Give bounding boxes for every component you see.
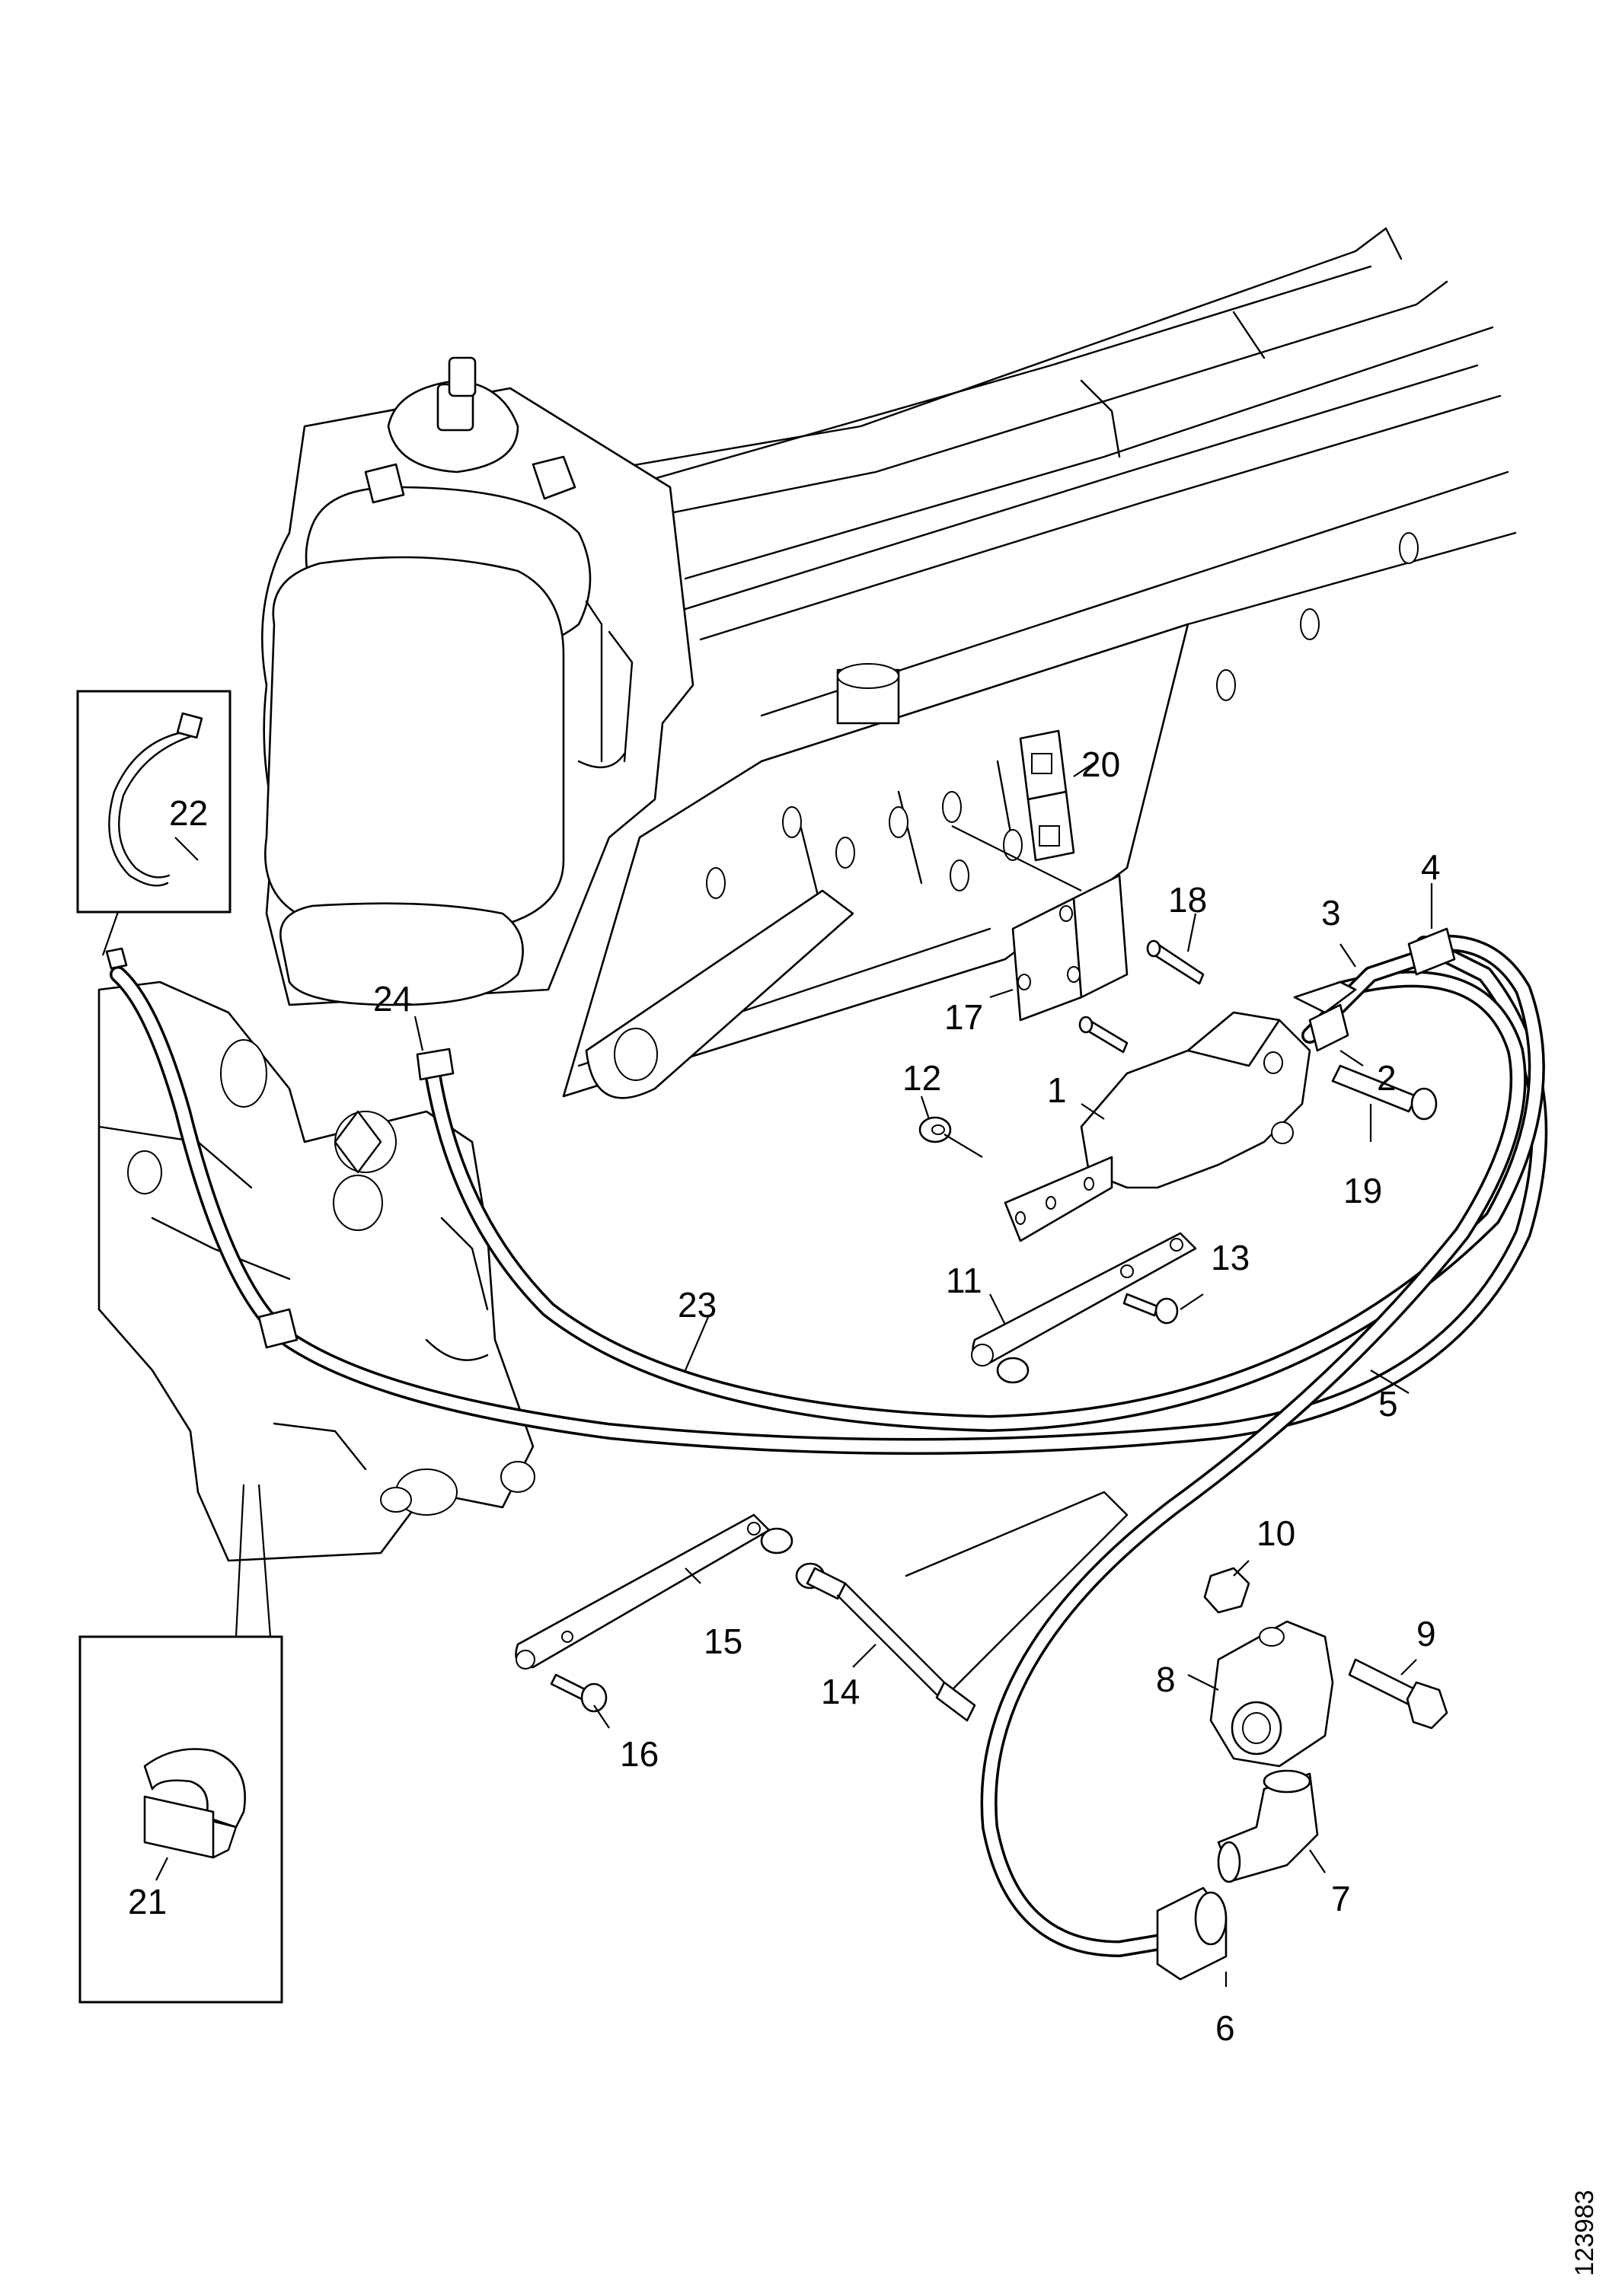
steering-knuckle — [97, 981, 535, 1562]
rod-14 — [795, 1562, 976, 1722]
hose-fitting-24 — [416, 1048, 455, 1081]
level-sensor-1 — [1004, 1011, 1311, 1242]
axle-lower — [905, 1491, 1129, 1699]
air-spring — [261, 356, 694, 1006]
callout-1: 1 — [1047, 1070, 1067, 1110]
callout-5: 5 — [1378, 1384, 1398, 1424]
callout-22: 22 — [169, 793, 208, 833]
callout-14: 14 — [821, 1672, 860, 1711]
callout-15: 15 — [704, 1622, 742, 1661]
nut-10 — [1203, 1567, 1250, 1614]
screw-16 — [550, 1673, 608, 1713]
suspension-arm — [585, 663, 900, 1099]
leader-lines — [155, 761, 1433, 1987]
cable-tie-on-hose — [105, 947, 128, 970]
inset-hose-clip — [78, 1484, 283, 2004]
callout-18: 18 — [1168, 880, 1207, 920]
callout-8: 8 — [1156, 1660, 1176, 1699]
hose-5 — [980, 971, 1527, 1957]
figure-reference-number: 123983 — [1570, 2190, 1599, 2276]
chassis-frame — [592, 227, 1517, 763]
screw-18 — [1078, 939, 1205, 1054]
bolt-9 — [1348, 1658, 1448, 1730]
callout-7: 7 — [1331, 1879, 1351, 1918]
bolt-19 — [1331, 1064, 1438, 1121]
callout-9: 9 — [1416, 1614, 1436, 1653]
callout-11: 11 — [946, 1261, 982, 1300]
callout-19: 19 — [1343, 1171, 1382, 1210]
screw-13 — [1122, 1293, 1179, 1325]
callout-17: 17 — [944, 997, 983, 1037]
bracket-17 — [1011, 874, 1129, 1022]
callout-2: 2 — [1377, 1058, 1397, 1098]
elbow-7 — [1217, 1769, 1319, 1883]
block-8 — [1209, 1620, 1334, 1768]
callout-21: 21 — [128, 1882, 167, 1921]
inset-cable-tie — [76, 690, 231, 956]
link-15 — [515, 1513, 793, 1669]
callout-23: 23 — [678, 1285, 717, 1325]
callout-13: 13 — [1211, 1238, 1250, 1277]
callout-20: 20 — [1081, 745, 1120, 784]
bracket-20 — [1019, 729, 1075, 862]
nut-12 — [918, 1116, 952, 1143]
fitting-6 — [1156, 1886, 1228, 1981]
callout-24: 24 — [373, 979, 412, 1019]
callout-10: 10 — [1256, 1513, 1295, 1553]
callout-6: 6 — [1215, 2008, 1235, 2048]
hose-clip-on-hose — [257, 1308, 299, 1349]
hose-24 — [424, 934, 1545, 1432]
hose-23 — [110, 936, 1548, 1455]
callout-labels: 1 2 3 4 5 6 7 8 9 10 11 12 13 14 15 16 1… — [128, 745, 1441, 2048]
callout-4: 4 — [1421, 847, 1441, 887]
callout-12: 12 — [902, 1058, 941, 1098]
connector-2 — [1293, 981, 1357, 1052]
link-11 — [971, 1232, 1197, 1384]
callout-16: 16 — [620, 1734, 659, 1774]
callout-3: 3 — [1321, 893, 1341, 933]
connector-4 — [1407, 927, 1456, 976]
